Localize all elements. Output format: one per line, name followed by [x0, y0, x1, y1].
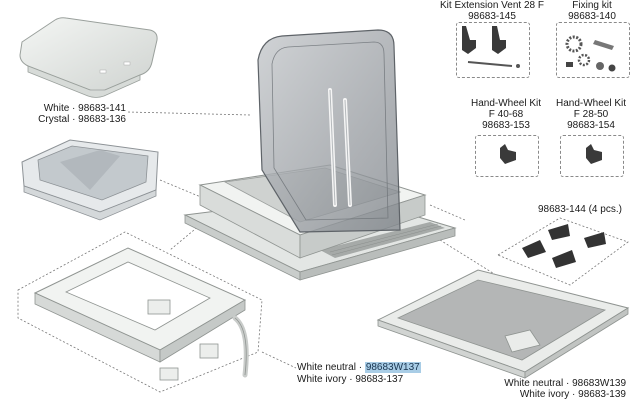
- hand-wheel-icon: [500, 144, 602, 164]
- roof-vent-icon: [183, 29, 457, 281]
- crystal-cover-icon: [21, 139, 159, 221]
- fixing-kit-code: 98683-140: [568, 11, 616, 22]
- fixing-kit-icon: [565, 35, 616, 72]
- fixing-kit-box: [556, 22, 630, 78]
- handwheel-kit-2-title: Hand-Wheel Kit: [555, 98, 627, 109]
- white-cover-icon: [19, 17, 158, 98]
- extension-kit-box: [456, 22, 530, 78]
- kit-extension-code: 98683-145: [468, 11, 516, 22]
- leader-lines: [127, 111, 521, 369]
- corner-pieces-icon: [497, 217, 629, 286]
- handwheel-kit-1-title: Hand-Wheel Kit: [470, 98, 542, 109]
- handwheel-kit-1-box: [475, 135, 539, 177]
- corner-pieces-label: 98683-144 (4 pcs.): [538, 204, 622, 215]
- extension-kit-icon: [462, 26, 520, 68]
- handwheel-kit-2-model: F 28-50: [573, 109, 609, 120]
- frame-neutral-prefix: White neutral ·: [297, 362, 365, 373]
- screen-neutral-label: White neutral · 98683W139: [504, 378, 626, 389]
- frame-neutral-label: White neutral · 98683W137: [297, 362, 421, 373]
- handwheel-kit-1-code: 98683-153: [482, 120, 530, 131]
- frame-neutral-code: 98683W137: [364, 362, 421, 373]
- cover-crystal-label: Crystal · 98683-136: [38, 114, 126, 125]
- inner-frame-icon: [17, 231, 263, 393]
- fly-screen-icon: [376, 269, 630, 379]
- cover-white-label: White · 98683-141: [43, 103, 126, 114]
- fixing-kit-title: Fixing kit: [572, 0, 612, 11]
- kit-extension-title: Kit Extension Vent 28 F: [440, 0, 544, 11]
- frame-ivory-label: White ivory · 98683-137: [297, 374, 404, 385]
- handwheel-kit-2-box: [560, 135, 624, 177]
- handwheel-kit-1-model: F 40-68: [488, 109, 524, 120]
- screen-ivory-label: White ivory · 98683-139: [519, 389, 626, 400]
- handwheel-kit-2-code: 98683-154: [567, 120, 615, 131]
